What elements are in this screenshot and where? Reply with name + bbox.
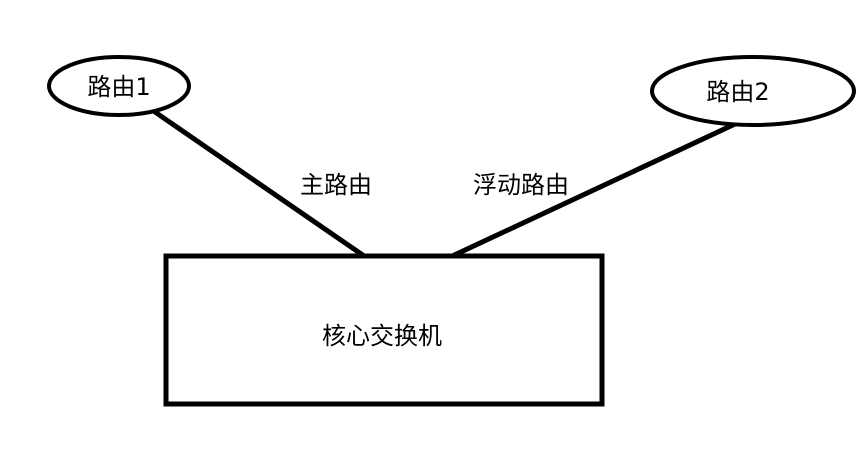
router2-ellipse xyxy=(650,55,856,127)
router2-label: 路由2 xyxy=(706,78,769,106)
router2-node: 路由2 xyxy=(650,55,856,127)
primary-route-line xyxy=(152,109,370,261)
core-switch-label: 核心交换机 xyxy=(322,322,442,350)
core-switch-node: 核心交换机 xyxy=(163,253,605,407)
router1-ellipse xyxy=(47,55,191,117)
floating-route-line xyxy=(445,121,738,261)
core-switch-box xyxy=(163,253,605,407)
router1-label: 路由1 xyxy=(87,73,150,101)
primary-route-label: 主路由 xyxy=(300,171,372,199)
router1-node: 路由1 xyxy=(47,55,191,117)
floating-route-label: 浮动路由 xyxy=(473,171,569,199)
